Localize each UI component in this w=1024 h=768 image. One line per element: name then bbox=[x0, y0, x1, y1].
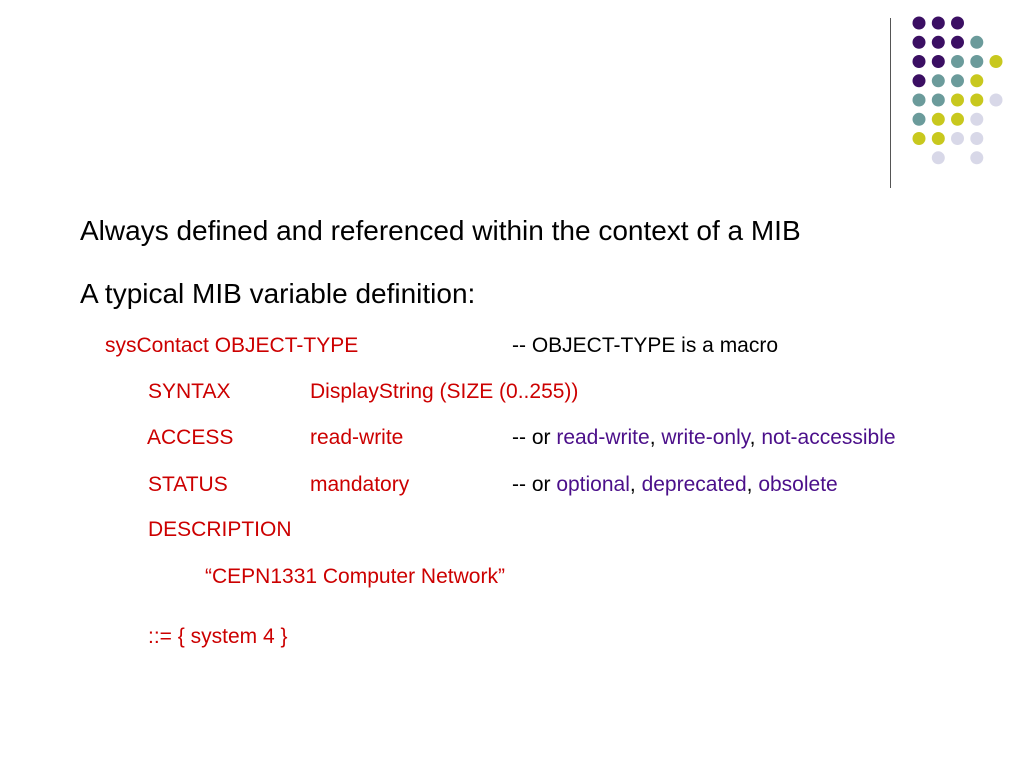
decorative-dot bbox=[931, 112, 945, 126]
access-option-write-only: write-only bbox=[661, 426, 750, 449]
status-comment-prefix: -- or bbox=[512, 473, 557, 496]
status-keyword: STATUS bbox=[148, 473, 228, 496]
decorative-dot bbox=[912, 16, 926, 30]
object-type-declaration: sysContact OBJECT-TYPE bbox=[105, 334, 359, 357]
decorative-dot bbox=[912, 74, 926, 88]
decorative-dot bbox=[931, 151, 945, 165]
decorative-divider bbox=[890, 18, 891, 188]
decorative-dot bbox=[931, 35, 945, 49]
decorative-dot bbox=[989, 93, 1003, 107]
decorative-dot bbox=[912, 55, 926, 68]
status-separator: , bbox=[629, 473, 642, 496]
decorative-dot bbox=[970, 151, 984, 165]
description-keyword: DESCRIPTION bbox=[148, 518, 292, 541]
object-type-comment: -- OBJECT-TYPE is a macro bbox=[512, 334, 779, 357]
status-comment: -- or optional, deprecated, obsolete bbox=[512, 473, 838, 497]
decorative-dot bbox=[931, 132, 945, 145]
oid-assignment: ::= { system 4 } bbox=[148, 625, 288, 648]
status-option-obsolete: obsolete bbox=[758, 473, 838, 496]
access-separator: , bbox=[749, 426, 762, 449]
decorative-dot bbox=[951, 74, 964, 88]
status-value: mandatory bbox=[310, 473, 410, 496]
decorative-dot bbox=[931, 74, 945, 88]
status-separator: , bbox=[746, 473, 759, 496]
bullet-mib-context: Always defined and referenced within the… bbox=[80, 215, 801, 246]
decorative-dot bbox=[970, 132, 984, 145]
decorative-dot bbox=[951, 93, 964, 107]
access-option-read-write: read-write bbox=[556, 426, 650, 449]
access-option-not-accessible: not-accessible bbox=[761, 426, 896, 449]
status-option-optional: optional bbox=[556, 473, 630, 496]
decorative-dot bbox=[989, 55, 1003, 68]
decorative-dot bbox=[970, 55, 984, 68]
access-comment: -- or read-write, write-only, not-access… bbox=[512, 426, 896, 450]
decorative-dot bbox=[970, 74, 984, 88]
decorative-dot bbox=[970, 35, 984, 49]
decorative-dot bbox=[951, 16, 964, 30]
decorative-dot bbox=[931, 55, 945, 68]
decorative-dot bbox=[970, 112, 984, 126]
syntax-value: DisplayString (SIZE (0..255)) bbox=[310, 380, 579, 403]
decorative-dot bbox=[951, 55, 964, 68]
decorative-dot bbox=[912, 93, 926, 107]
decorative-dot bbox=[951, 112, 964, 126]
decorative-dot bbox=[912, 112, 926, 126]
syntax-keyword: SYNTAX bbox=[148, 380, 231, 403]
access-separator: , bbox=[649, 426, 662, 449]
status-option-deprecated: deprecated bbox=[641, 473, 747, 496]
decorative-dot bbox=[931, 93, 945, 107]
access-value: read-write bbox=[310, 426, 404, 449]
decorative-dot bbox=[912, 35, 926, 49]
description-value: “CEPN1331 Computer Network” bbox=[205, 565, 505, 588]
decorative-dot bbox=[951, 35, 964, 49]
access-keyword: ACCESS bbox=[147, 426, 234, 449]
bullet-typical-definition: A typical MIB variable definition: bbox=[80, 278, 476, 309]
access-comment-prefix: -- or bbox=[512, 426, 557, 449]
decorative-dot bbox=[912, 132, 926, 145]
decorative-dot bbox=[951, 132, 964, 145]
decorative-dot bbox=[931, 16, 945, 30]
decorative-dot bbox=[970, 93, 984, 107]
